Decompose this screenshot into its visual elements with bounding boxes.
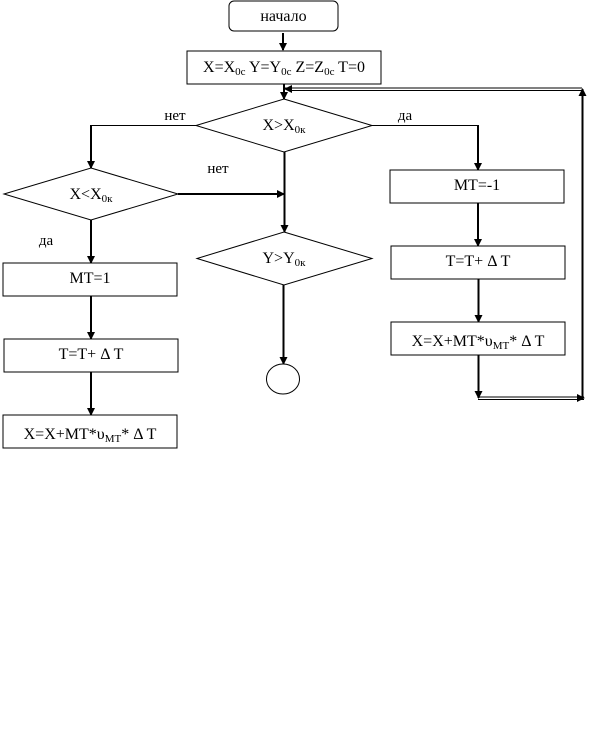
label-x-lt-no: нет [207, 161, 229, 177]
label-x-lt-yes: да [39, 233, 54, 249]
loop-back-path [284, 85, 587, 402]
decision-y-greater: Y>Y0к [195, 231, 374, 286]
init-label: X=X0c Y=Y0c Z=Z0c T=0 [203, 59, 365, 78]
svg-text:T=T+ Δ T: T=T+ Δ T [446, 253, 511, 270]
svg-text:X=X+MT*υMT* Δ T: X=X+MT*υMT* Δ T [412, 333, 545, 352]
right-time-node: T=T+ Δ T [390, 245, 566, 280]
start-node: начало [228, 0, 339, 32]
left-time-node: T=T+ Δ T [3, 338, 179, 373]
svg-text:X<X0к: X<X0к [70, 186, 114, 205]
mt-plus-node: MT=1 [2, 262, 178, 297]
label-x-gt-yes: да [398, 108, 413, 124]
label-x-gt-no: нет [164, 108, 186, 124]
right-position-node: X=X+MT*υMT* Δ T [390, 321, 566, 356]
svg-text:Y>Y0к: Y>Y0к [263, 250, 307, 269]
mt-minus-node: MT=-1 [389, 169, 565, 204]
left-position-node: X=X+MT*υMT* Δ T [2, 414, 178, 449]
init-node: X=X0c Y=Y0c Z=Z0c T=0 [186, 50, 382, 85]
svg-text:X>X0к: X>X0к [263, 117, 307, 136]
svg-text:X=X+MT*υMT* Δ T: X=X+MT*υMT* Δ T [24, 426, 157, 445]
svg-text:MT=-1: MT=-1 [454, 177, 500, 194]
svg-text:MT=1: MT=1 [69, 270, 110, 287]
decision-x-less: X<X0к [2, 167, 180, 221]
end-connector [266, 363, 300, 395]
decision-x-greater: X>X0к [194, 98, 374, 153]
start-label: начало [260, 8, 306, 25]
svg-text:T=T+ Δ T: T=T+ Δ T [59, 346, 124, 363]
